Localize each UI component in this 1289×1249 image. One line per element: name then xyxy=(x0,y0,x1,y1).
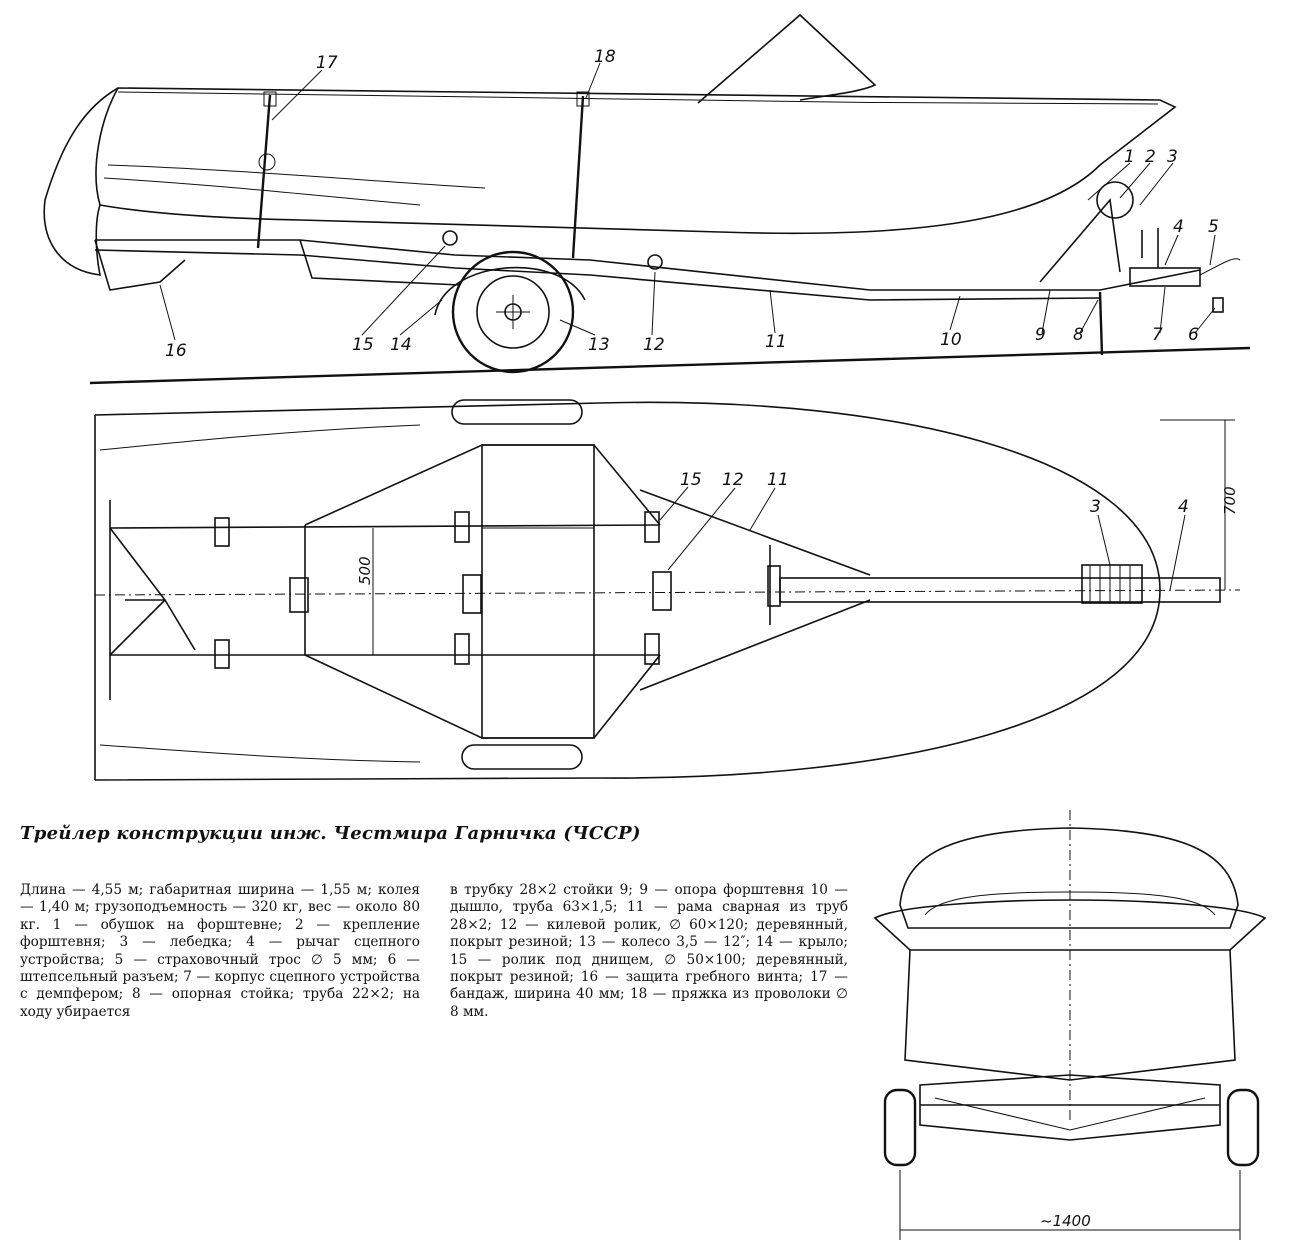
keel-roller xyxy=(647,254,663,270)
side-label-14: 14 xyxy=(390,335,412,355)
side-label-11: 11 xyxy=(765,332,787,352)
front-deck xyxy=(873,899,1267,951)
drawbar-plan xyxy=(779,577,1221,603)
boat-hull xyxy=(95,87,1177,235)
side-label-3: 3 xyxy=(1167,147,1178,167)
hull-roller xyxy=(442,230,458,246)
side-label-7: 7 xyxy=(1152,325,1163,345)
plan-rollers xyxy=(214,511,781,669)
side-label-15: 15 xyxy=(352,335,374,355)
electrical-plug xyxy=(1212,297,1224,313)
front-view: ~1400 xyxy=(873,810,1267,1240)
figure-caption: Трейлер конструкции инж. Честмира Гарнич… xyxy=(20,823,641,844)
wheel-rim xyxy=(476,275,550,349)
strap-17 xyxy=(256,94,272,249)
trailer-frame-bottom xyxy=(94,249,1101,301)
side-label-9: 9 xyxy=(1035,325,1046,345)
centre-box xyxy=(481,444,595,739)
wheel-tire xyxy=(451,250,575,374)
bow-support xyxy=(1039,198,1121,283)
safety-cable xyxy=(1199,258,1241,276)
side-label-4: 4 xyxy=(1173,217,1184,237)
windshield xyxy=(697,13,877,104)
plan-label-11: 11 xyxy=(767,470,789,490)
front-hull xyxy=(904,949,1236,1081)
frame-upper-diag xyxy=(304,444,661,526)
side-view: 17 18 1 2 3 4 5 6 7 8 9 10 11 12 13 14 1… xyxy=(43,13,1251,385)
winch xyxy=(1096,181,1134,219)
side-label-10: 10 xyxy=(940,330,962,350)
dim-1400: ~1400 xyxy=(1040,1212,1091,1230)
side-leaders xyxy=(159,62,1216,341)
frame-lower-diag xyxy=(304,654,661,739)
a-frame-lower xyxy=(639,599,871,691)
plan-label-12: 12 xyxy=(722,470,744,490)
strap-18 xyxy=(571,95,585,259)
side-label-18: 18 xyxy=(594,47,616,67)
side-label-8: 8 xyxy=(1073,325,1084,345)
side-label-5: 5 xyxy=(1208,217,1219,237)
jack-stand xyxy=(1098,291,1104,356)
strap-18-buckle xyxy=(576,91,590,107)
centre-line xyxy=(94,589,1241,596)
front-wheel-right xyxy=(1226,1088,1260,1167)
rail-upper xyxy=(109,524,661,529)
description-column-2: в трубку 28×2 стойки 9; 9 — опора форште… xyxy=(450,882,848,1020)
plan-view: 700 500 15 12 11 3 4 xyxy=(94,399,1241,781)
side-label-13: 13 xyxy=(588,335,610,355)
side-label-6: 6 xyxy=(1188,325,1199,345)
rub-strake xyxy=(107,164,486,189)
wheel-top-plan xyxy=(451,399,583,425)
fender xyxy=(434,266,586,316)
coupler-housing xyxy=(1129,267,1201,287)
trailer-frame-top xyxy=(95,239,1201,291)
side-label-12: 12 xyxy=(643,335,665,355)
ground-line xyxy=(89,346,1251,385)
winch-plan xyxy=(1081,564,1143,604)
plan-label-15: 15 xyxy=(680,470,702,490)
a-frame-upper xyxy=(639,489,871,576)
side-label-1: 1 xyxy=(1124,147,1135,167)
strap-17-ball xyxy=(258,153,276,171)
chine-line xyxy=(103,177,421,206)
dim-500: 500 xyxy=(356,556,374,585)
plan-label-4: 4 xyxy=(1178,497,1189,517)
front-wheel-left xyxy=(883,1088,917,1167)
description-column-1: Длина — 4,55 м; габаритная ширина — 1,55… xyxy=(20,882,420,1020)
prop-guard xyxy=(94,239,186,291)
strap-17-buckle xyxy=(263,91,277,107)
side-label-16: 16 xyxy=(165,341,187,361)
front-windshield xyxy=(899,827,1239,929)
wheel-bottom-plan xyxy=(461,744,583,770)
rear-v xyxy=(109,527,167,656)
side-label-17: 17 xyxy=(316,53,338,73)
front-trailer-frame xyxy=(919,1074,1221,1141)
outboard-motor xyxy=(43,87,119,276)
dim-700: 700 xyxy=(1221,486,1239,515)
plan-label-3: 3 xyxy=(1090,497,1101,517)
side-label-2: 2 xyxy=(1145,147,1156,167)
